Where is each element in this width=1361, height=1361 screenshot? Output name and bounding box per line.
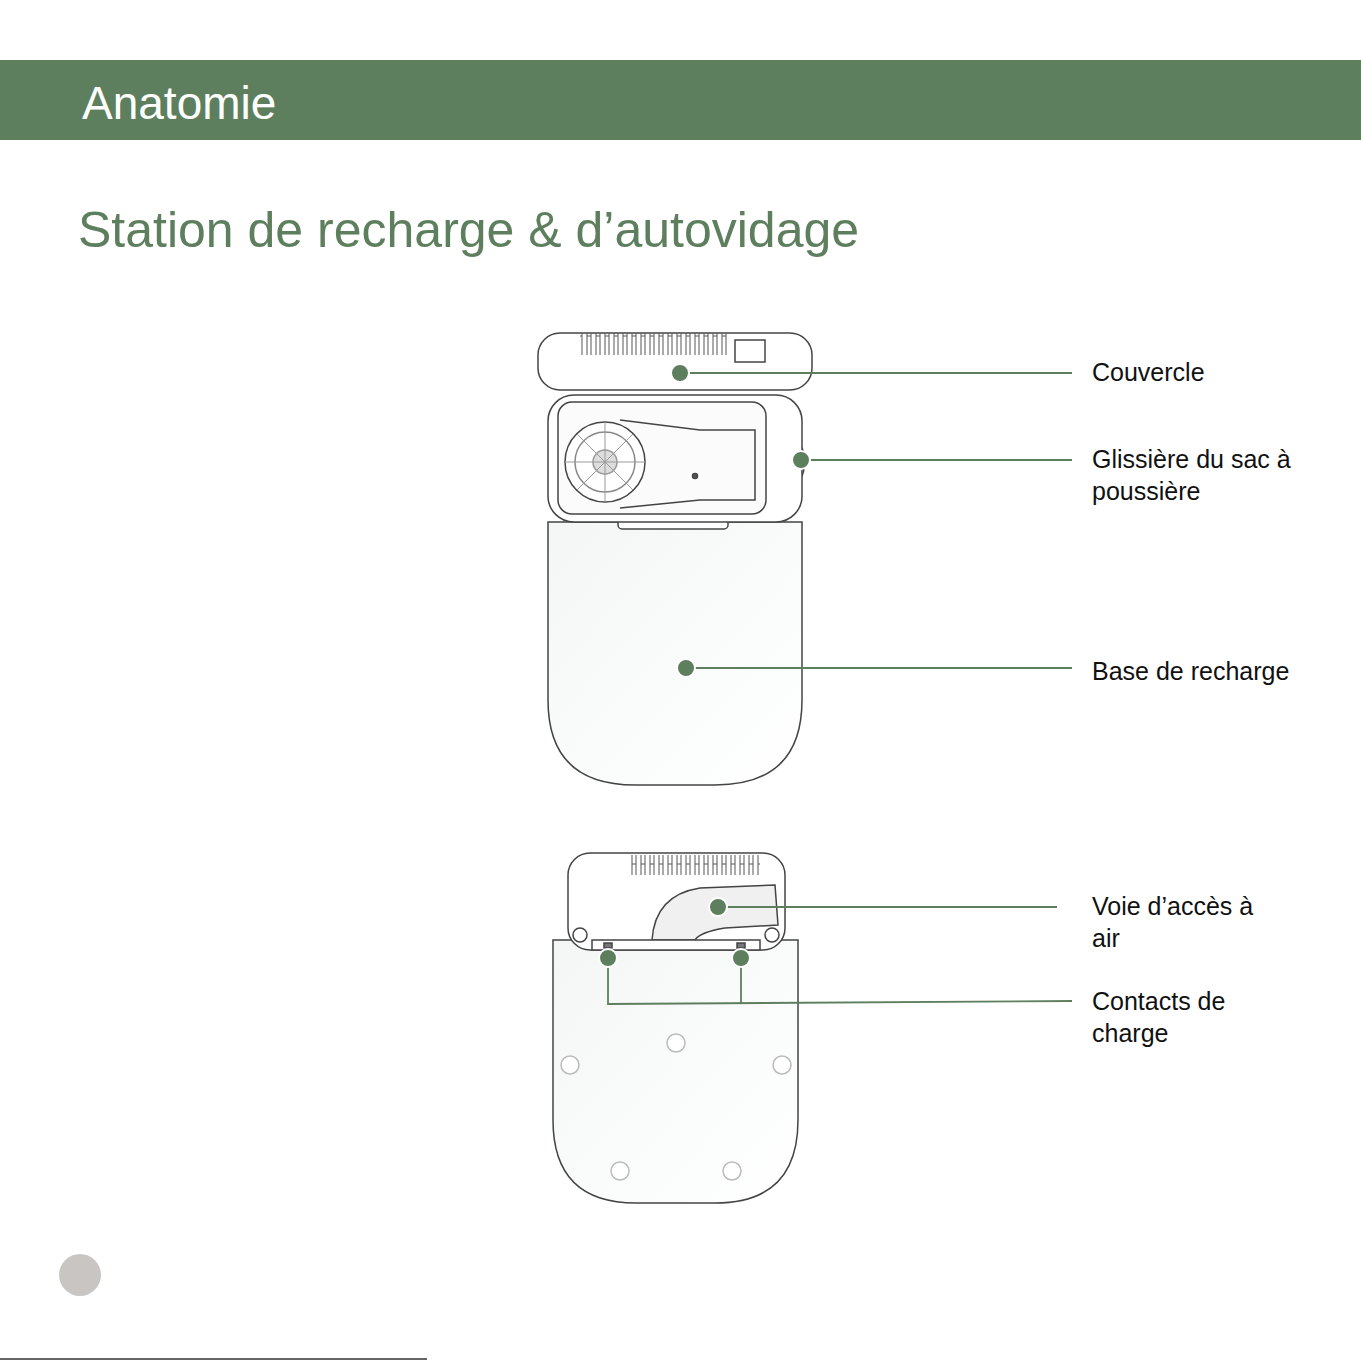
bin-body — [548, 395, 802, 522]
bottom-view — [553, 853, 798, 1203]
callout-dot — [792, 451, 810, 469]
leader-line — [686, 667, 1072, 669]
contact-plate — [592, 940, 760, 950]
footer-rule — [0, 1358, 427, 1360]
callout-dot — [677, 659, 695, 677]
lid — [538, 333, 812, 390]
foot — [611, 1162, 629, 1180]
header-band: Anatomie — [0, 60, 1361, 140]
leader-line — [801, 459, 1072, 461]
fan — [565, 422, 645, 502]
air-duct — [652, 885, 778, 940]
part-label: Couvercle — [1092, 356, 1332, 388]
leader-line — [608, 958, 1072, 1004]
bin-tray — [558, 402, 766, 514]
leader-line — [718, 906, 1057, 908]
foot — [667, 1034, 685, 1052]
callout-dot — [671, 364, 689, 382]
callout-dots — [599, 364, 810, 967]
leader-lines — [608, 373, 1072, 1004]
part-label: Glissière du sac à poussière — [1092, 443, 1297, 507]
page-title: Station de recharge & d’autovidage — [78, 203, 859, 258]
callout-dot — [732, 949, 750, 967]
lid-latch — [735, 340, 765, 362]
section-heading: Anatomie — [82, 80, 276, 126]
charging-base — [548, 522, 802, 785]
page-marker — [59, 1254, 101, 1296]
callout-dot — [709, 898, 727, 916]
foot — [561, 1056, 579, 1074]
top-underside — [568, 853, 785, 950]
part-label: Contacts de charge — [1092, 985, 1257, 1049]
corner-lug — [765, 928, 779, 942]
foot — [723, 1162, 741, 1180]
part-label: Base de recharge — [1092, 655, 1354, 687]
contact-pin — [604, 943, 612, 948]
fan-blades — [565, 422, 645, 502]
contact-pin — [737, 943, 745, 948]
top-view — [538, 333, 812, 785]
callout-dot — [599, 949, 617, 967]
part-label: Voie d’accès à air — [1092, 890, 1257, 954]
underside-fins — [630, 855, 760, 875]
base-underside — [553, 940, 798, 1203]
foot — [773, 1056, 791, 1074]
leader-line — [680, 372, 1072, 374]
corner-lug — [573, 928, 587, 942]
lid-fins — [580, 333, 730, 355]
screw — [693, 474, 698, 479]
